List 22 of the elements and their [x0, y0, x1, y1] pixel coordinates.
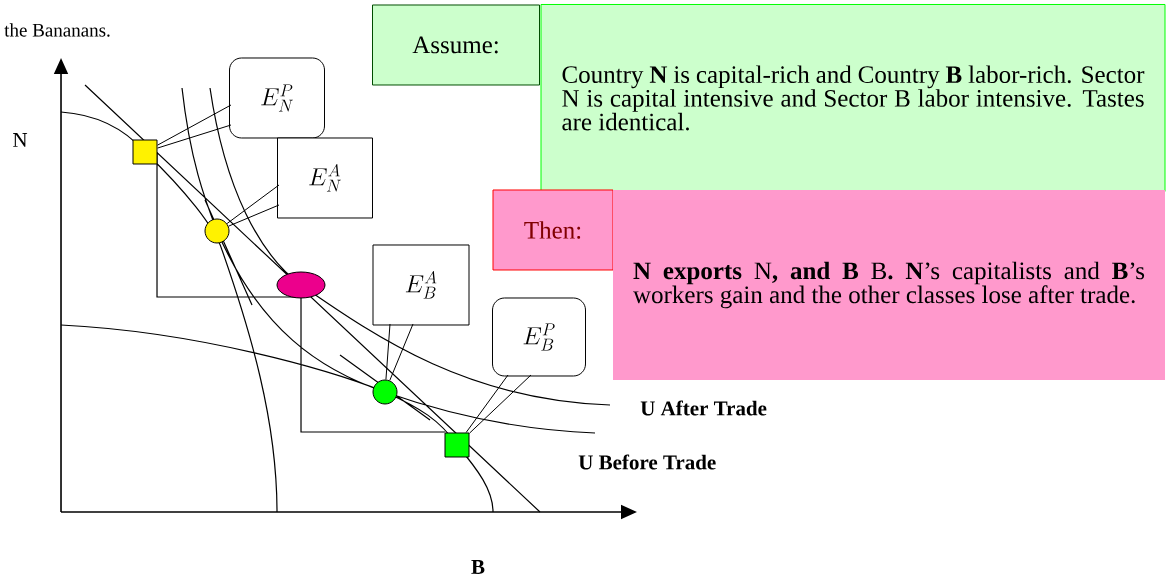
label-box: Then: [492, 189, 614, 271]
text-box: N exports N, and B B. N’s capitalists and B’s workers gain and the other classes lose after trade. [613, 190, 1165, 380]
callout-pointer [226, 184, 280, 227]
callout-pointer [385, 323, 414, 381]
text-box: Country N is capital-rich and Country B labor-rich. Sector N is capital intensive and Sector B labor intensive. Tastes are identical. [540, 4, 1166, 192]
point-marker [372, 379, 398, 405]
callout: $E_B^P$ [492, 297, 586, 377]
axis-label: B [471, 560, 485, 574]
callout: $E_N^P$ [229, 57, 325, 139]
square-marker [132, 139, 158, 165]
note-text: the Bananans. [4, 23, 110, 37]
point-marker [204, 218, 230, 244]
callout: $E_B^A$ [372, 244, 470, 326]
curve-label: U After Trade [640, 400, 767, 416]
curve-label: U Before Trade [578, 454, 716, 470]
label-box: Assume: [372, 4, 540, 86]
axis-label: N [13, 133, 28, 147]
square-marker [444, 432, 470, 458]
callout-pointer [465, 374, 532, 434]
callout-pointer [157, 104, 232, 149]
callout: $E_N^A$ [277, 137, 373, 219]
ellipse-marker [276, 271, 326, 299]
